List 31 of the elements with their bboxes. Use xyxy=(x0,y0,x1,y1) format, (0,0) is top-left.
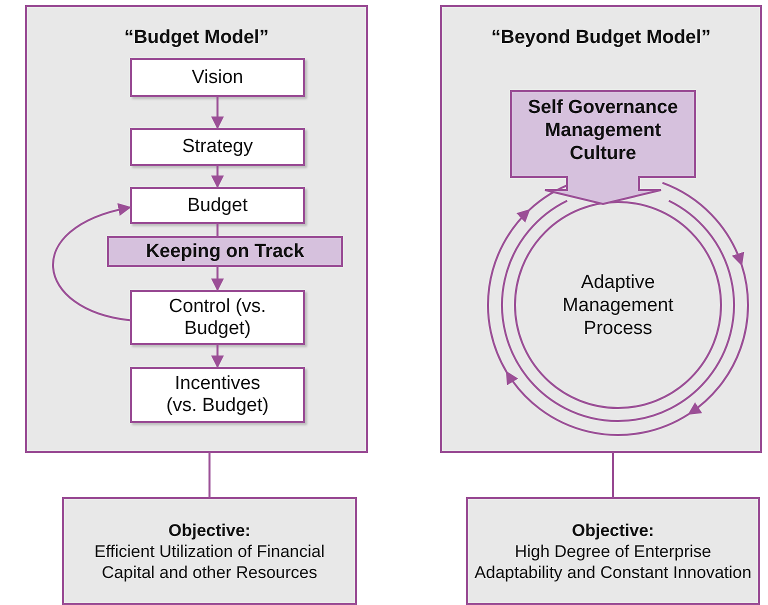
node-label: Self Governance Management Culture xyxy=(527,96,679,165)
process-box xyxy=(130,187,305,224)
arrow xyxy=(211,267,224,292)
objective-text: High Degree of Enterprise Adaptability and Constant Innovation xyxy=(474,540,752,582)
objective-box xyxy=(466,497,760,605)
node-label: Vision xyxy=(192,66,244,88)
arrow xyxy=(544,175,662,206)
node-label: Incentives (vs. Budget) xyxy=(165,373,270,417)
arrow xyxy=(52,204,132,322)
budget-model-panel xyxy=(25,5,368,453)
node-label: Budget xyxy=(187,194,248,216)
process-box xyxy=(130,290,305,345)
node-label: Keeping on Track xyxy=(146,240,304,262)
node-label: Adaptive Management Process xyxy=(562,270,674,340)
process-box xyxy=(130,58,305,97)
process-box xyxy=(130,367,305,423)
process-box xyxy=(130,128,305,166)
panel-title: “Budget Model” xyxy=(124,27,269,49)
panel-title: “Beyond Budget Model” xyxy=(491,27,711,49)
arrow xyxy=(211,166,224,188)
highlight-bar xyxy=(107,236,343,267)
culture-box xyxy=(510,90,696,178)
node-label: Control (vs. Budget) xyxy=(168,296,268,340)
objective-text: Efficient Utilization of Financial Capital and other Resources xyxy=(93,540,326,582)
arrow xyxy=(211,345,224,368)
beyond-budget-panel xyxy=(440,5,762,453)
objective-heading: Objective: xyxy=(168,520,251,540)
node-label: Strategy xyxy=(182,136,253,158)
objective-box xyxy=(62,497,357,605)
objective-heading: Objective: xyxy=(572,520,654,540)
arrow xyxy=(211,97,224,130)
